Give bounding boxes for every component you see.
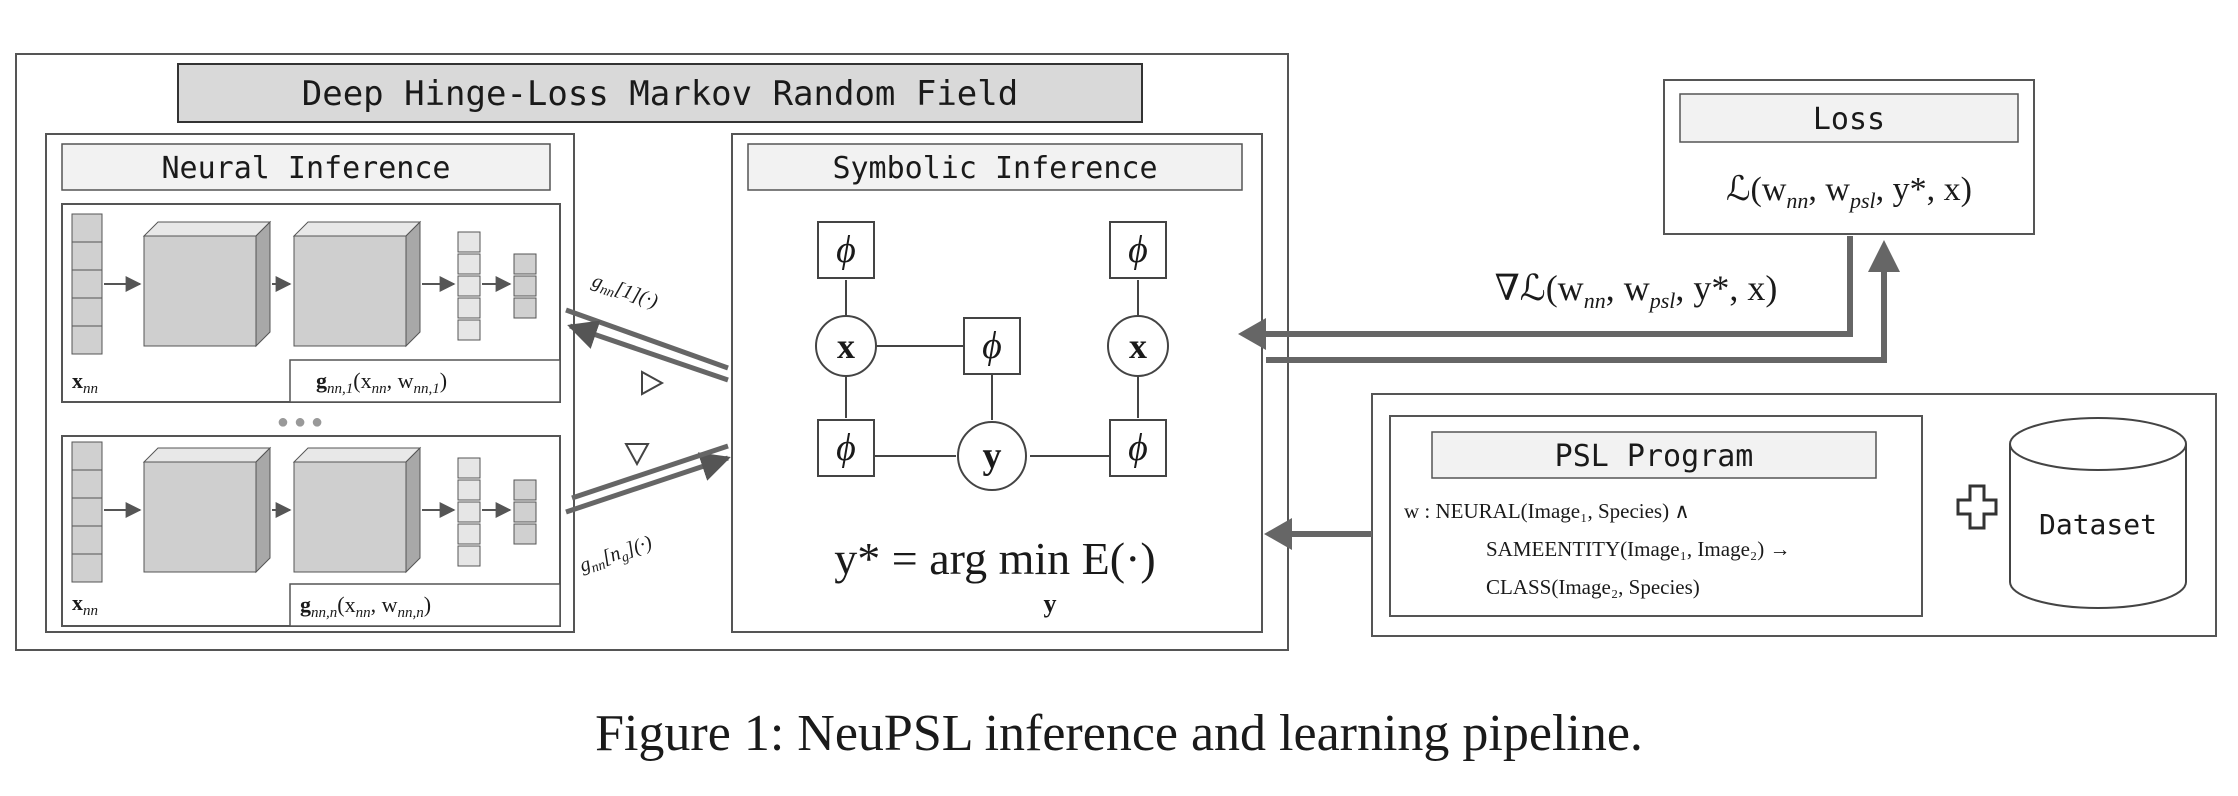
psl-rule-line-3: CLASS(Image₂, Species) — [1486, 575, 1700, 599]
variable-x-2: x — [1107, 315, 1169, 377]
svg-text:ϕ: ϕ — [1128, 427, 1148, 469]
hidden-layer-cube-2a — [142, 446, 272, 574]
variable-y: y — [957, 421, 1027, 491]
hidden-vector-1 — [457, 231, 481, 341]
network-1-input-label: xnn — [72, 368, 98, 397]
variable-x-1: x — [815, 315, 877, 377]
loss-arrows — [1238, 236, 1900, 363]
main-title-banner — [177, 63, 1143, 123]
svg-text:ϕ: ϕ — [982, 325, 1002, 367]
psl-program-title: PSL Program — [1555, 439, 1754, 474]
factor-phi-1: ϕ — [817, 221, 875, 279]
dataset-cylinder-icon — [2009, 417, 2187, 609]
svg-text:ϕ: ϕ — [836, 427, 856, 469]
network-2-input-label: xnn — [72, 590, 98, 619]
factor-phi-5: ϕ — [1109, 419, 1167, 477]
forward-triangle-icon — [641, 370, 665, 396]
dataset-label: Dataset — [2039, 508, 2157, 541]
svg-text:ϕ: ϕ — [836, 229, 856, 271]
plus-icon — [1956, 484, 1998, 530]
loss-title: Loss — [1813, 102, 1885, 137]
neural-inference-title: Neural Inference — [162, 151, 451, 186]
output-vector-2 — [513, 479, 537, 545]
factor-phi-2: ϕ — [1109, 221, 1167, 279]
network-1-function-label: gnn,1(xnn, wnn,1) — [316, 368, 447, 397]
svg-text:x: x — [837, 326, 855, 366]
gradient-formula: ∇ℒ(wnn, wpsl, y*, x) — [1495, 268, 1778, 313]
figure-caption: Figure 1: NeuPSL inference and learning … — [595, 705, 1643, 762]
psl-to-symbolic-arrow — [1264, 518, 1372, 550]
psl-program-title-bar — [1431, 431, 1877, 479]
hidden-vector-2 — [457, 457, 481, 567]
input-vector-2 — [71, 441, 103, 583]
factor-phi-4: ϕ — [817, 419, 875, 477]
network-panel-1: xnn gnn,1(xnn, wnn,1) — [61, 203, 561, 403]
energy-equation-sub: y — [1044, 589, 1057, 618]
hidden-layer-cube-1a — [142, 220, 272, 348]
network-panel-2: xnn gnn,n(xnn, wnn,n) — [61, 435, 561, 627]
hidden-layer-cube-1b — [292, 220, 422, 348]
neural-symbolic-connectors — [565, 307, 731, 515]
psl-rule-line-2: SAMEENTITY(Image₁, Image₂) → — [1486, 537, 1790, 561]
hidden-layer-cube-2b — [292, 446, 422, 574]
backward-triangle-icon — [624, 443, 650, 467]
psl-rule-line-1: w : NEURAL(Image₁, Species) ∧ — [1404, 499, 1690, 523]
network-ellipsis: ● ● ● — [277, 411, 323, 433]
svg-text:ϕ: ϕ — [1128, 229, 1148, 271]
loss-formula: ℒ(wnn, wpsl, y*, x) — [1726, 171, 1972, 213]
loss-title-bar — [1679, 93, 2019, 143]
symbolic-inference-box — [731, 133, 1263, 633]
output-vector-1 — [513, 253, 537, 319]
factor-phi-3: ϕ — [963, 317, 1021, 375]
svg-text:x: x — [1129, 326, 1147, 366]
neural-inference-title-bar — [61, 143, 551, 191]
factor-graph — [845, 280, 1139, 457]
input-vector-1 — [71, 213, 103, 355]
main-title: Deep Hinge-Loss Markov Random Field — [302, 74, 1018, 114]
symbolic-inference-title: Symbolic Inference — [832, 151, 1157, 186]
network-2-function-label: gnn,n(xnn, wnn,n) — [300, 592, 431, 621]
symbolic-inference-title-bar — [747, 143, 1243, 191]
svg-text:y: y — [983, 435, 1002, 477]
energy-equation: y* = arg min E(·) — [834, 533, 1155, 584]
